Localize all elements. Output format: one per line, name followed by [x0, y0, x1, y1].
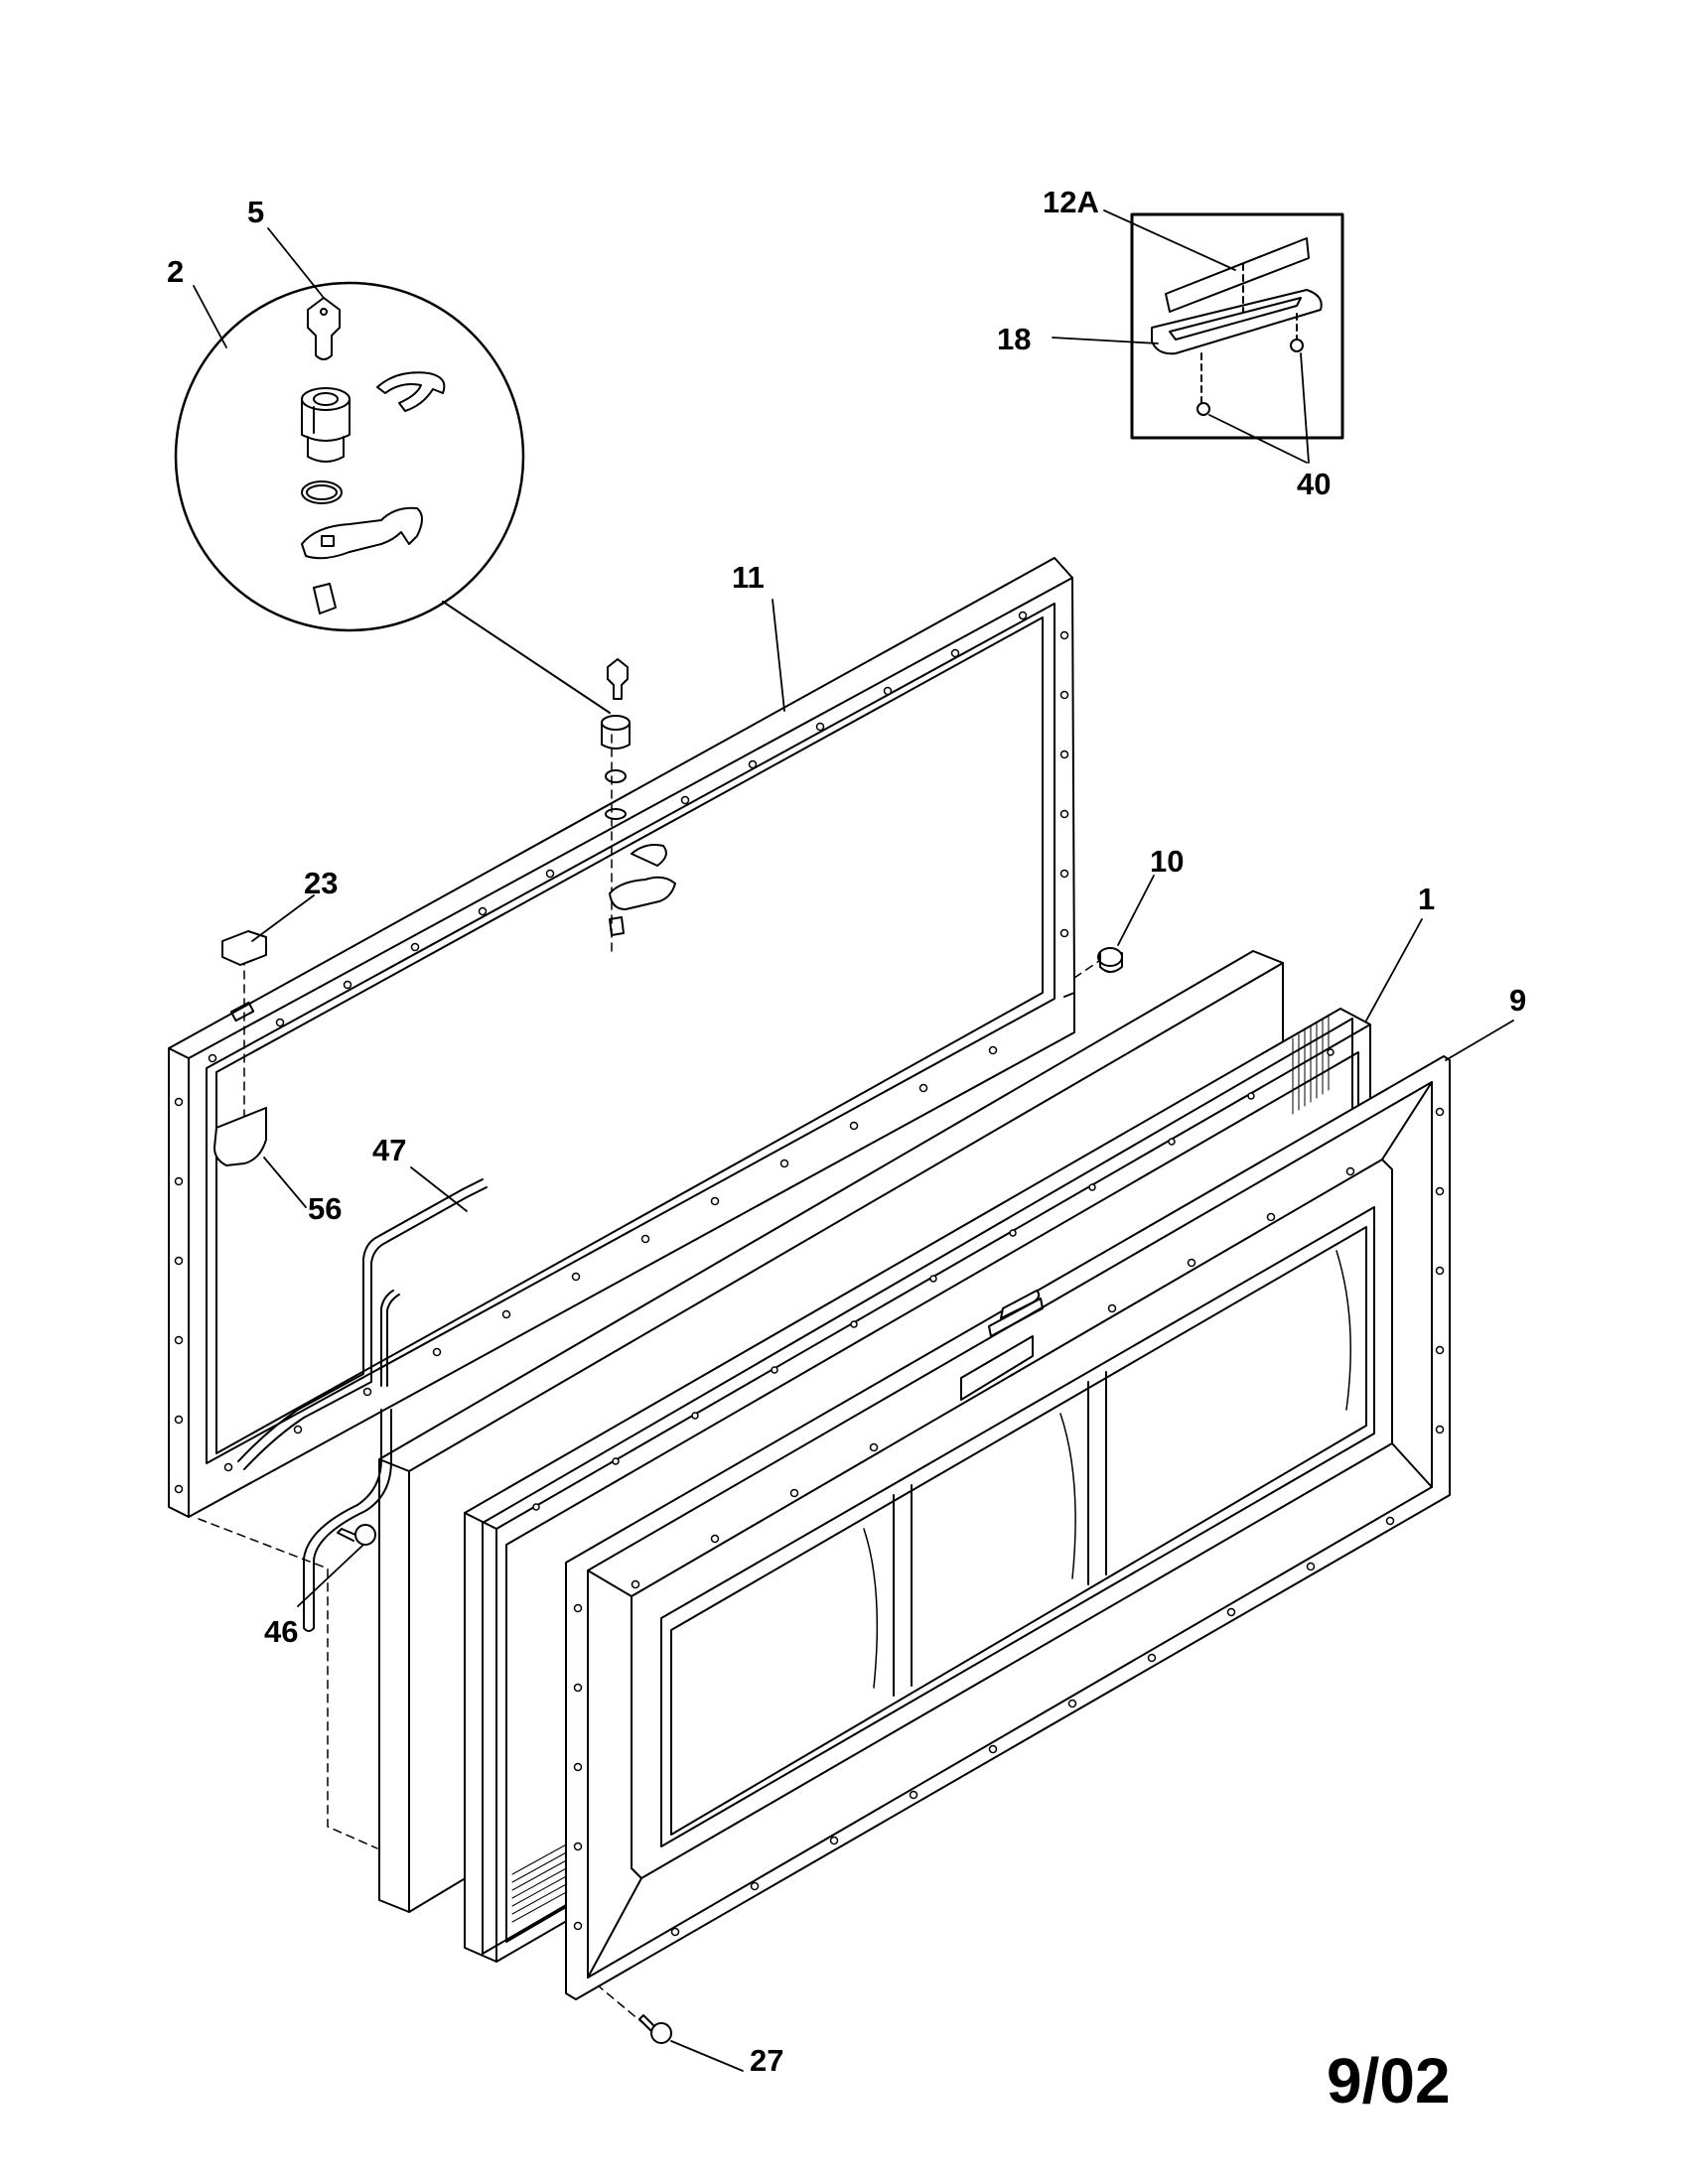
key-part — [308, 298, 340, 359]
callout-12a: 12A — [1043, 185, 1099, 219]
callout-40: 40 — [1297, 467, 1332, 501]
outer-lid — [566, 1056, 1450, 1999]
cam-latch-part — [302, 508, 422, 559]
plug-screw — [338, 1525, 375, 1545]
lock-pin-part — [314, 584, 336, 614]
callout-56: 56 — [308, 1191, 343, 1226]
handle-detail-box — [1132, 214, 1342, 438]
callout-5: 5 — [247, 195, 265, 229]
lid-liner-frame — [169, 558, 1074, 1517]
callout-47: 47 — [372, 1133, 407, 1167]
callout-11: 11 — [732, 560, 765, 595]
leader-lines — [194, 210, 1513, 2071]
callout-18: 18 — [997, 322, 1032, 356]
callout-46: 46 — [264, 1614, 299, 1649]
lock-cylinder-part — [302, 388, 350, 462]
drain-tube — [304, 1410, 391, 1631]
basket-clip-part — [214, 1108, 266, 1165]
retaining-clip-part — [377, 372, 444, 411]
o-ring-part — [302, 481, 342, 503]
lid-lock-assembly — [602, 659, 675, 935]
screw-holes — [176, 613, 1444, 1936]
revision-date: 9/02 — [1327, 2045, 1451, 2116]
screw-part — [639, 2015, 671, 2043]
wire-harness — [238, 1179, 487, 1469]
callout-23: 23 — [304, 866, 339, 900]
callout-9: 9 — [1509, 983, 1527, 1018]
callout-2: 2 — [167, 254, 185, 289]
callout-1: 1 — [1418, 882, 1436, 916]
callout-10: 10 — [1150, 844, 1185, 879]
bumper-part — [1098, 948, 1122, 972]
handle-trim-strip-part — [1166, 238, 1309, 312]
callout-27: 27 — [750, 2043, 784, 2078]
lock-assembly-detail — [176, 283, 523, 630]
